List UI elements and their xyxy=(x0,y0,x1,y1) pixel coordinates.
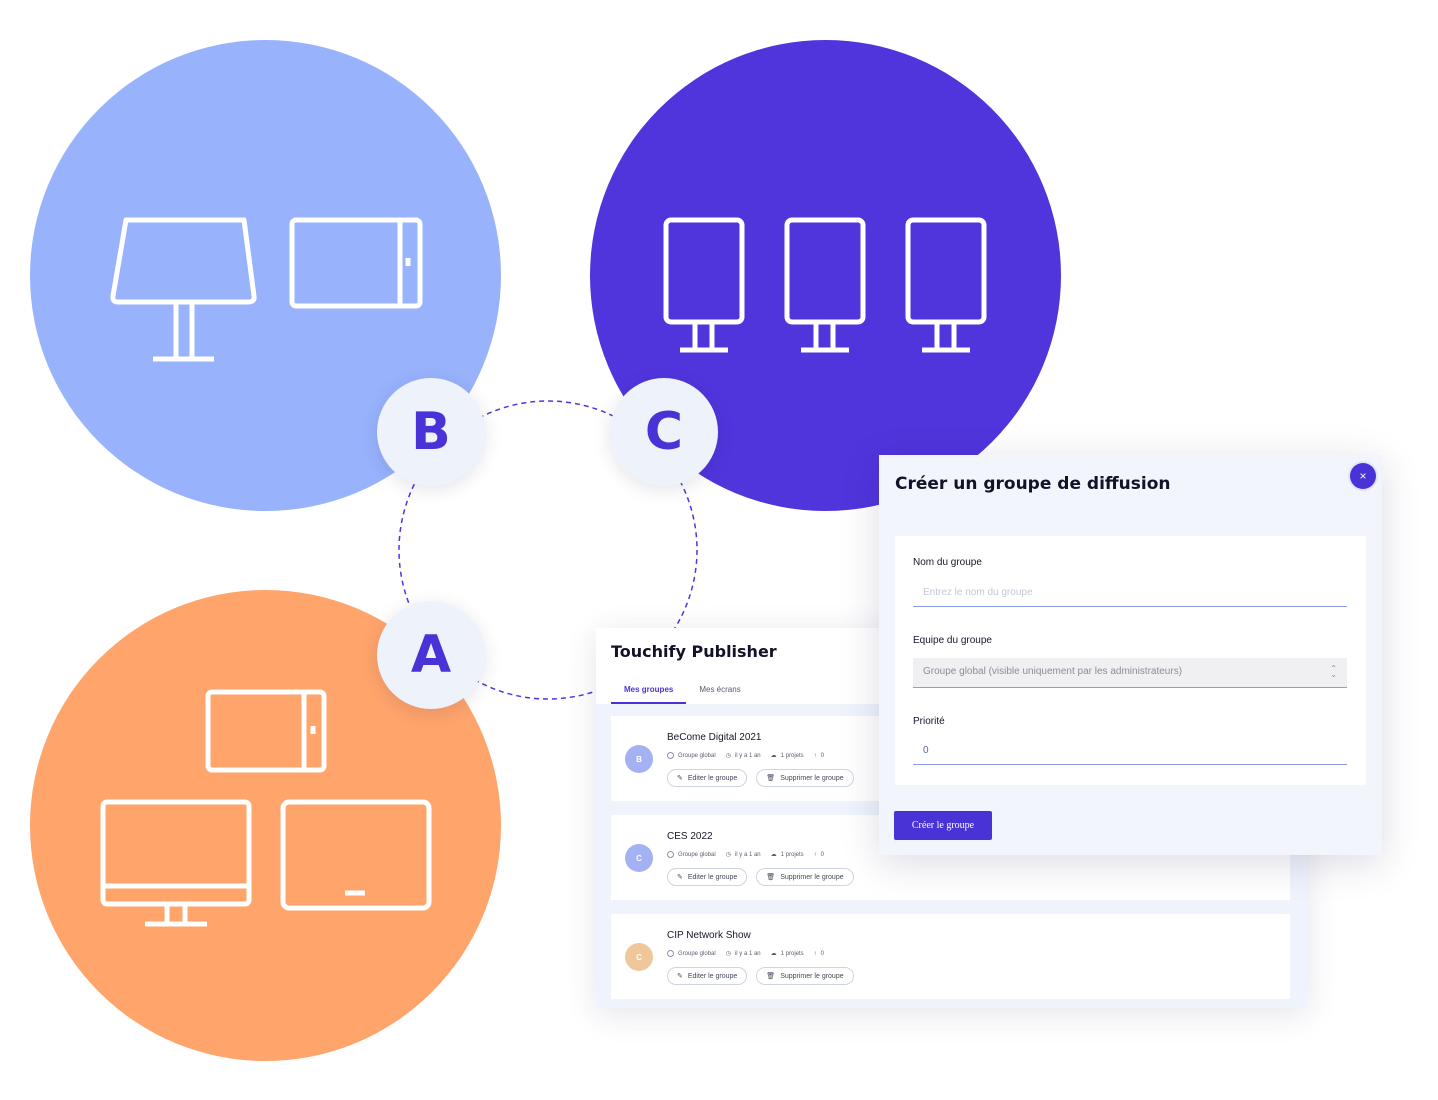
badge-b: B xyxy=(377,378,485,486)
cloud-icon: ☁ xyxy=(770,852,777,858)
priority-label: Priorité xyxy=(913,716,945,727)
upload-icon: ↑ xyxy=(813,752,817,759)
group-projects: 1 projets xyxy=(780,752,804,759)
group-count: 0 xyxy=(820,950,824,957)
tab-mes-ecrans[interactable]: Mes écrans xyxy=(699,685,741,694)
totem-display-icon xyxy=(905,217,987,353)
globe-icon xyxy=(667,752,674,759)
create-group-form: Nom du groupe Entrez le nom du groupe Eq… xyxy=(895,536,1366,785)
avatar: C xyxy=(625,844,653,872)
cloud-icon: ☁ xyxy=(770,753,777,759)
group-team: Groupe global xyxy=(678,752,716,759)
edit-group-button[interactable]: ✎ Editer le groupe xyxy=(667,769,748,787)
group-name: CES 2022 xyxy=(667,831,713,842)
delete-group-button[interactable]: 🗑 Supprimer le groupe xyxy=(756,868,854,886)
pencil-icon: ✎ xyxy=(677,775,683,782)
globe-icon xyxy=(667,851,674,858)
delete-group-label: Supprimer le groupe xyxy=(780,774,844,782)
kiosk-table-icon xyxy=(110,217,257,362)
create-group-modal: Créer un groupe de diffusion × Nom du gr… xyxy=(879,455,1382,855)
tab-bar: Mes groupes Mes écrans xyxy=(611,678,754,704)
clock-icon: ◷ xyxy=(725,753,731,759)
avatar: B xyxy=(625,745,653,773)
clock-icon: ◷ xyxy=(725,951,731,957)
edit-group-button[interactable]: ✎ Editer le groupe xyxy=(667,868,748,886)
group-projects: 1 projets xyxy=(780,950,804,957)
desktop-monitor-icon xyxy=(100,799,252,927)
trash-icon: 🗑 xyxy=(766,775,776,782)
page-title: Touchify Publisher xyxy=(611,642,777,661)
modal-title: Créer un groupe de diffusion xyxy=(895,474,1171,494)
clock-icon: ◷ xyxy=(725,852,731,858)
badge-c: C xyxy=(610,378,718,486)
group-team-select[interactable]: Groupe global (visible uniquement par le… xyxy=(913,658,1347,688)
create-group-button[interactable]: Créer le groupe xyxy=(894,811,992,840)
delete-group-label: Supprimer le groupe xyxy=(780,873,844,881)
group-name-input[interactable]: Entrez le nom du groupe xyxy=(913,581,1347,607)
close-icon[interactable]: × xyxy=(1350,463,1376,489)
group-count: 0 xyxy=(820,752,824,759)
group-team-selected: Groupe global (visible uniquement par le… xyxy=(923,666,1183,677)
tablet-landscape-icon xyxy=(289,217,423,309)
cloud-icon: ☁ xyxy=(770,951,777,957)
avatar: C xyxy=(625,943,653,971)
totem-display-icon xyxy=(663,217,745,353)
group-actions: ✎ Editer le groupe 🗑 Supprimer le groupe xyxy=(667,868,854,886)
group-actions: ✎ Editer le groupe 🗑 Supprimer le groupe xyxy=(667,967,854,985)
globe-icon xyxy=(667,950,674,957)
upload-icon: ↑ xyxy=(813,851,817,858)
group-team-label: Equipe du groupe xyxy=(913,635,992,646)
group-projects: 1 projets xyxy=(780,851,804,858)
priority-input[interactable]: 0 xyxy=(913,739,1347,765)
group-age: il y a 1 an xyxy=(734,950,761,957)
group-name: BeCome Digital 2021 xyxy=(667,732,762,743)
delete-group-label: Supprimer le groupe xyxy=(780,972,844,980)
pencil-icon: ✎ xyxy=(677,973,683,980)
badge-letter: B xyxy=(411,402,451,462)
display-screen-icon xyxy=(280,799,432,911)
list-item[interactable]: C CIP Network Show Groupe global ◷il y a… xyxy=(611,914,1290,999)
edit-group-button[interactable]: ✎ Editer le groupe xyxy=(667,967,748,985)
trash-icon: 🗑 xyxy=(766,973,776,980)
group-name: CIP Network Show xyxy=(667,930,751,941)
group-count: 0 xyxy=(820,851,824,858)
edit-group-label: Editer le groupe xyxy=(687,774,738,782)
group-actions: ✎ Editer le groupe 🗑 Supprimer le groupe xyxy=(667,769,854,787)
upload-icon: ↑ xyxy=(813,950,817,957)
tablet-landscape-icon xyxy=(205,689,327,773)
badge-a: A xyxy=(377,601,485,709)
edit-group-label: Editer le groupe xyxy=(687,873,738,881)
group-age: il y a 1 an xyxy=(734,851,761,858)
badge-letter: C xyxy=(644,402,684,462)
pencil-icon: ✎ xyxy=(677,874,683,881)
group-team: Groupe global xyxy=(678,950,716,957)
totem-display-icon xyxy=(784,217,866,353)
badge-letter: A xyxy=(410,625,452,685)
delete-group-button[interactable]: 🗑 Supprimer le groupe xyxy=(756,769,854,787)
group-team: Groupe global xyxy=(678,851,716,858)
trash-icon: 🗑 xyxy=(766,874,776,881)
chevron-updown-icon: ⌃⌄ xyxy=(1330,664,1337,679)
group-meta: Groupe global ◷il y a 1 an ☁1 projets ↑0 xyxy=(667,752,824,759)
group-meta: Groupe global ◷il y a 1 an ☁1 projets ↑0 xyxy=(667,851,824,858)
group-name-label: Nom du groupe xyxy=(913,557,982,568)
tab-mes-groupes[interactable]: Mes groupes xyxy=(611,678,687,704)
edit-group-label: Editer le groupe xyxy=(687,972,738,980)
delete-group-button[interactable]: 🗑 Supprimer le groupe xyxy=(756,967,854,985)
group-age: il y a 1 an xyxy=(734,752,761,759)
group-meta: Groupe global ◷il y a 1 an ☁1 projets ↑0 xyxy=(667,950,824,957)
